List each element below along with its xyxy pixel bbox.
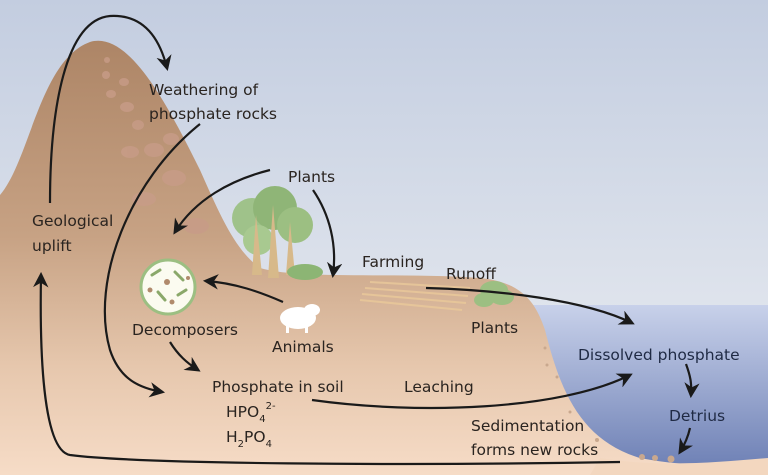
arrow-animals-to-decomposers [202,274,284,304]
label-plants-top: Plants [288,168,335,186]
label-weathering-1: Weathering of [149,81,259,99]
trees-icon [232,186,323,280]
arrow-plants-to-decomposers [173,168,271,235]
arrow-sedimentation-to-uplift [33,271,621,466]
label-detrius: Detrius [669,407,725,425]
water [510,305,768,475]
sheep-icon [280,304,320,333]
arrow-detrius-to-seabed [678,427,694,455]
sediment-pebbles [543,346,675,463]
label-decomposers: Decomposers [132,321,238,339]
label-weathering-2: phosphate rocks [149,105,277,123]
label-dissolved-phosphate: Dissolved phosphate [578,346,740,364]
decomposers-icon [139,258,197,316]
arrow-weathering-to-soil [103,123,201,398]
label-runoff: Runoff [446,265,496,283]
farm-field [359,281,471,311]
label-phosphate-in-soil: Phosphate in soil [212,378,344,396]
label-geological-2: uplift [32,237,72,255]
arrow-dissolved-to-detrius [684,363,700,399]
label-farming: Farming [362,253,424,271]
arrow-decomposers-to-soil [169,341,201,372]
labels: Weathering of phosphate rocks Plants Geo… [32,81,740,459]
label-geological-1: Geological [32,212,113,230]
arrow-plants-to-animals [312,189,343,279]
label-h2po4: H2PO4 [226,428,272,450]
arrow-runoff [425,286,635,325]
label-plants-field: Plants [471,319,518,337]
arrow-leaching [311,373,633,410]
label-sedimentation-2: forms new rocks [471,441,598,459]
arrow-uplift-to-weathering [48,14,172,204]
phosphate-rocks [102,57,209,234]
label-leaching: Leaching [404,378,474,396]
label-animals: Animals [272,338,334,356]
label-hpo4: HPO42- [226,401,276,425]
label-sedimentation-1: Sedimentation [471,417,584,435]
seabed [590,458,768,475]
cycle-arrows [33,14,700,466]
